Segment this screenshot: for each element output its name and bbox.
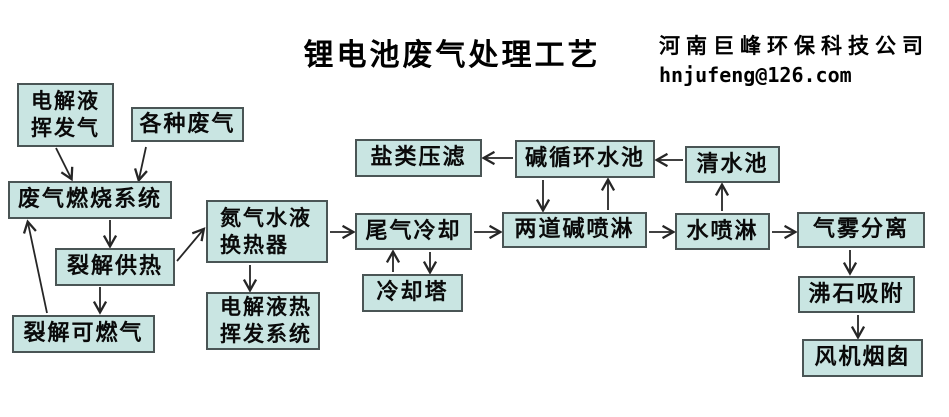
node-electrolyte-vapor-gas: 电解液挥发气 (17, 83, 114, 147)
arrow-cracking-combustible-gas-to-waste-gas-burning-system (22, 219, 48, 314)
node-two-stage-alkali-spray: 两道碱喷淋 (502, 212, 647, 248)
page-title: 锂电池废气处理工艺 (303, 38, 601, 73)
node-zeolite-adsorption: 沸石吸附 (798, 276, 915, 313)
company-block: 河南巨峰环保科技公司 hnjufeng@126.com (659, 30, 929, 87)
company-email: hnjufeng@126.com (659, 63, 852, 87)
node-water-spray: 水喷淋 (675, 213, 770, 250)
node-clear-water-pool: 清水池 (685, 146, 780, 183)
node-label: 清水池 (696, 151, 769, 177)
node-label: 氮气水液 (220, 205, 312, 230)
node-label: 挥发气 (31, 116, 100, 140)
node-label: 盐类压滤 (370, 145, 467, 171)
node-label: 换热器 (220, 232, 289, 257)
node-label: 碱循环水池 (524, 146, 645, 172)
node-label: 两道碱喷淋 (514, 217, 635, 243)
node-label: 电解液 (31, 89, 100, 114)
node-alkali-circulating-pool: 碱循环水池 (515, 140, 655, 178)
node-salt-filter-press: 盐类压滤 (355, 139, 482, 177)
node-cooling-tower: 冷却塔 (362, 274, 463, 312)
node-label: 尾气冷却 (365, 218, 462, 244)
node-label: 挥发系统 (220, 322, 312, 346)
node-label: 裂解可燃气 (23, 321, 144, 347)
node-label: 裂解供热 (66, 254, 163, 280)
node-cracking-combustible-gas: 裂解可燃气 (12, 315, 155, 353)
node-cracking-heat-supply: 裂解供热 (55, 248, 175, 286)
node-label: 风机烟囱 (814, 345, 911, 371)
arrow-cracking-heat-supply-to-nitrogen-water-heat-exchanger (176, 227, 206, 262)
node-mist-separation: 气雾分离 (797, 212, 925, 248)
node-electrolyte-heat-volatilization: 电解液热挥发系统 (206, 292, 320, 350)
node-nitrogen-water-heat-exchanger: 氮气水液换热器 (206, 200, 328, 263)
node-label: 电解液热 (220, 295, 312, 320)
node-label: 气雾分离 (812, 217, 909, 243)
node-label: 冷却塔 (376, 280, 449, 306)
company-name: 河南巨峰环保科技公司 (659, 34, 929, 58)
node-label: 废气燃烧系统 (17, 187, 162, 213)
node-waste-gas-burning-system: 废气燃烧系统 (8, 181, 172, 219)
arrow-electrolyte-vapor-gas-to-waste-gas-burning-system (55, 147, 74, 182)
node-label: 各种废气 (139, 111, 236, 137)
arrow-various-waste-gas-to-waste-gas-burning-system (133, 146, 148, 183)
node-label: 沸石吸附 (808, 281, 905, 307)
node-tail-gas-cooling: 尾气冷却 (355, 213, 472, 250)
node-various-waste-gas: 各种废气 (131, 107, 244, 142)
node-label: 水喷淋 (686, 218, 759, 244)
node-fan-chimney: 风机烟囱 (802, 339, 923, 377)
